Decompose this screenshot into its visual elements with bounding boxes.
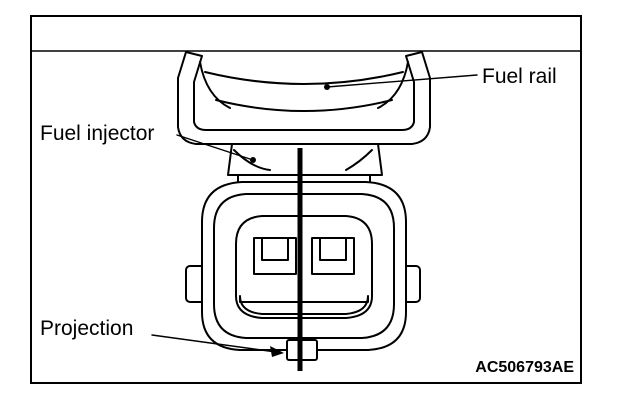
fuel-injector-label: Fuel injector (40, 122, 154, 145)
projection-leader (151, 334, 284, 357)
fuel-rail-socket (177, 51, 431, 145)
fuel-rail-label: Fuel rail (482, 65, 557, 88)
connector-terminal-right (311, 237, 355, 275)
projection-label: Projection (40, 317, 133, 340)
figure-code: AC506793AE (475, 359, 574, 376)
fuel-injector-body (227, 143, 383, 187)
fuel-injector-leader (176, 134, 256, 163)
fuel-rail-leader (324, 74, 478, 90)
injector-connector (201, 181, 407, 351)
connector-terminal-left (253, 237, 297, 275)
